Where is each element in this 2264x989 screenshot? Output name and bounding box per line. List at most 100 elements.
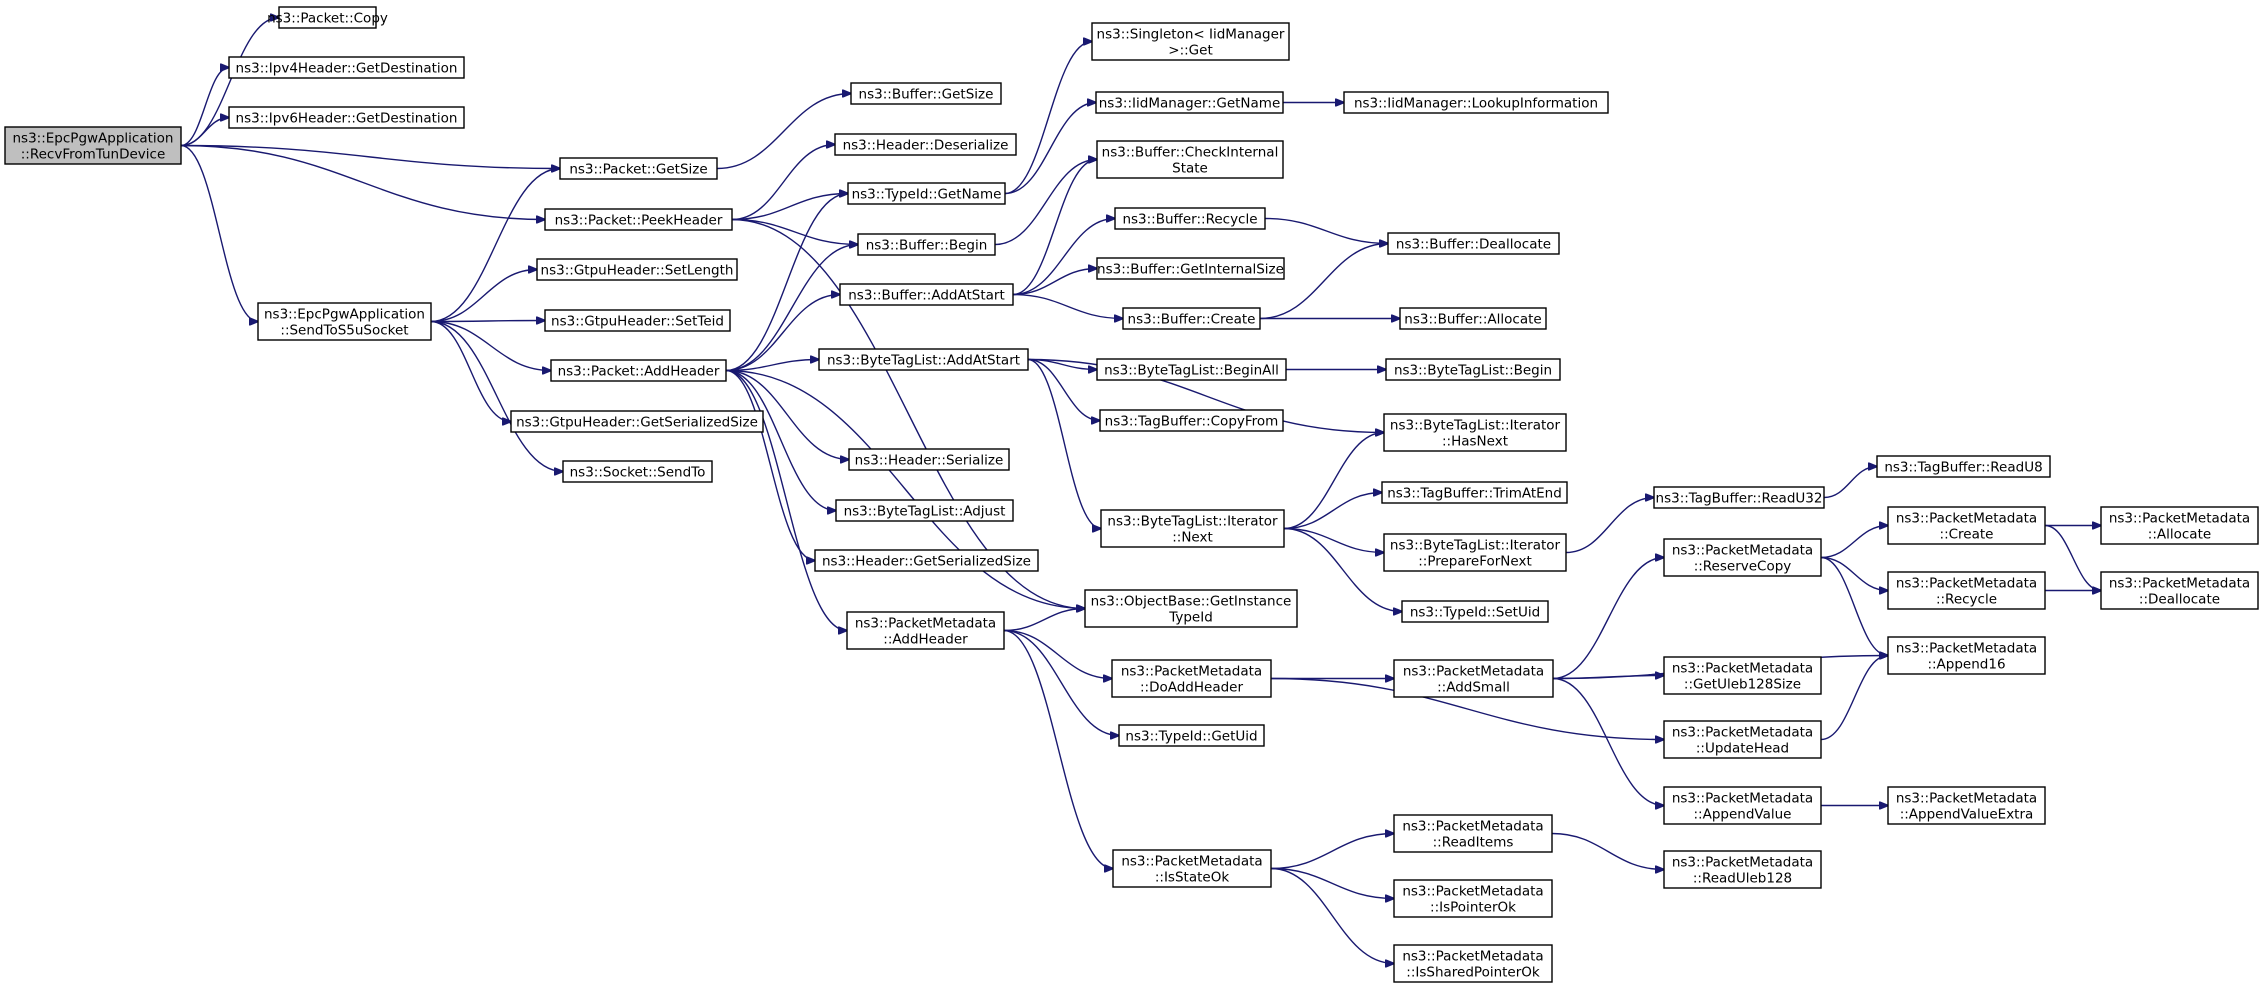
edge-paddh-hgetss xyxy=(725,369,815,561)
node-pmisshared[interactable]: ns3::PacketMetadata::IsSharedPointerOk xyxy=(1393,944,1553,983)
node-pmappvalextra[interactable]: ns3::PacketMetadata::AppendValueExtra xyxy=(1887,786,2046,825)
edge-brecycle-bdealloc xyxy=(1264,217,1388,244)
node-pmaddh[interactable]: ns3::PacketMetadata::AddHeader xyxy=(846,611,1005,650)
node-label: ns3::ByteTagList::AddAtStart xyxy=(827,353,1020,369)
node-ipv6dst[interactable]: ns3::Ipv6Header::GetDestination xyxy=(228,106,465,129)
node-btlbegin[interactable]: ns3::ByteTagList::Begin xyxy=(1385,358,1561,381)
node-ipv4dst[interactable]: ns3::Ipv4Header::GetDestination xyxy=(228,56,465,79)
node-label: ns3::PacketMetadata xyxy=(1402,819,1543,835)
node-label: ns3::PacketMetadata xyxy=(855,616,996,632)
node-label: ns3::EpcPgwApplication xyxy=(13,131,174,147)
node-ssendto[interactable]: ns3::Socket::SendTo xyxy=(562,460,713,483)
node-label: >::Get xyxy=(1168,43,1212,59)
edge-recv-ppeek xyxy=(180,144,545,220)
node-tgetuid[interactable]: ns3::TypeId::GetUid xyxy=(1118,724,1265,747)
node-pmdoadd[interactable]: ns3::PacketMetadata::DoAddHeader xyxy=(1111,659,1272,698)
node-label: ns3::TypeId::GetUid xyxy=(1125,729,1257,745)
node-pmappend16[interactable]: ns3::PacketMetadata::Append16 xyxy=(1887,636,2046,675)
node-pmrecycle[interactable]: ns3::PacketMetadata::Recycle xyxy=(1887,571,2046,610)
node-tbtrim[interactable]: ns3::TagBuffer::TrimAtEnd xyxy=(1381,481,1568,504)
node-label: ns3::Buffer::Deallocate xyxy=(1396,237,1551,253)
node-label: ns3::PacketMetadata xyxy=(1672,543,1813,559)
node-bcreate[interactable]: ns3::Buffer::Create xyxy=(1122,307,1261,330)
node-tbcopy[interactable]: ns3::TagBuffer::CopyFrom xyxy=(1099,409,1284,432)
node-label: ::AppendValue xyxy=(1694,807,1792,823)
edge-send-ssendto xyxy=(430,320,563,472)
node-tgetname[interactable]: ns3::TypeId::GetName xyxy=(847,182,1006,205)
edge-pmisok-pmreaditems xyxy=(1270,834,1394,870)
node-hgetss[interactable]: ns3::Header::GetSerializedSize xyxy=(814,549,1039,572)
edge-btlnext-btlhasnext xyxy=(1283,433,1384,530)
node-label: ns3::Header::GetSerializedSize xyxy=(822,554,1031,570)
node-box xyxy=(1663,720,1822,759)
node-ggetss[interactable]: ns3::GtpuHeader::GetSerializedSize xyxy=(510,410,764,433)
node-gsetteid[interactable]: ns3::GtpuHeader::SetTeid xyxy=(544,309,731,332)
edge-paddh-baddstart xyxy=(725,295,840,372)
node-pmaddsmall[interactable]: ns3::PacketMetadata::AddSmall xyxy=(1393,659,1554,698)
node-pmupdhead[interactable]: ns3::PacketMetadata::UpdateHead xyxy=(1663,720,1822,759)
node-send[interactable]: ns3::EpcPgwApplication::SendToS5uSocket xyxy=(257,302,432,341)
node-pcopy[interactable]: ns3::Packet::Copy xyxy=(267,6,388,29)
node-tsetuid[interactable]: ns3::TypeId::SetUid xyxy=(1401,600,1549,623)
node-label: ::GetUleb128Size xyxy=(1684,677,1801,693)
node-box xyxy=(544,208,733,231)
node-label: ::HasNext xyxy=(1442,434,1508,450)
node-pmappval[interactable]: ns3::PacketMetadata::AppendValue xyxy=(1663,786,1822,825)
node-pmallocate[interactable]: ns3::PacketMetadata::Allocate xyxy=(2100,506,2259,545)
node-box xyxy=(1393,814,1553,853)
edge-btlprep-tbreadu32 xyxy=(1565,498,1654,554)
node-btlprep[interactable]: ns3::ByteTagList::Iterator::PrepareForNe… xyxy=(1383,533,1567,572)
node-paddh[interactable]: ns3::Packet::AddHeader xyxy=(550,359,727,382)
node-label: ::AddHeader xyxy=(883,632,968,648)
node-label: ns3::PacketMetadata xyxy=(1672,791,1813,807)
node-btlbeginall[interactable]: ns3::ByteTagList::BeginAll xyxy=(1096,358,1287,381)
node-iidlookup[interactable]: ns3::IidManager::LookupInformation xyxy=(1343,91,1609,114)
edge-baddstart-brecycle xyxy=(1012,219,1115,296)
node-pmreaditems[interactable]: ns3::PacketMetadata::ReadItems xyxy=(1393,814,1553,853)
node-tbreadu8[interactable]: ns3::TagBuffer::ReadU8 xyxy=(1876,455,2051,478)
node-pmreserve[interactable]: ns3::PacketMetadata::ReserveCopy xyxy=(1663,538,1822,577)
node-box xyxy=(1096,358,1287,381)
edge-paddh-hser xyxy=(725,369,849,460)
node-label: ns3::GtpuHeader::GetSerializedSize xyxy=(516,415,758,431)
node-tbreadu32[interactable]: ns3::TagBuffer::ReadU32 xyxy=(1653,486,1825,509)
node-pmisptr[interactable]: ns3::PacketMetadata::IsPointerOk xyxy=(1393,879,1553,918)
node-btladdstart[interactable]: ns3::ByteTagList::AddAtStart xyxy=(818,348,1029,371)
edge-pmreaditems-pmreaduleb xyxy=(1551,832,1664,870)
node-brecycle[interactable]: ns3::Buffer::Recycle xyxy=(1114,207,1266,230)
node-box xyxy=(510,410,764,433)
node-btlhasnext[interactable]: ns3::ByteTagList::Iterator::HasNext xyxy=(1383,413,1567,452)
node-pmgetuleb[interactable]: ns3::PacketMetadata::GetUleb128Size xyxy=(1663,656,1822,695)
node-baddstart[interactable]: ns3::Buffer::AddAtStart xyxy=(839,283,1014,306)
node-hser[interactable]: ns3::Header::Serialize xyxy=(848,448,1010,471)
node-balloc[interactable]: ns3::Buffer::Allocate xyxy=(1399,307,1547,330)
node-label: ns3::Header::Deserialize xyxy=(843,138,1009,154)
node-box xyxy=(834,133,1017,156)
node-label: ::Append16 xyxy=(1927,657,2005,673)
node-recv[interactable]: ns3::EpcPgwApplication::RecvFromTunDevic… xyxy=(4,126,182,165)
node-bdealloc[interactable]: ns3::Buffer::Deallocate xyxy=(1387,232,1560,255)
node-label: ::Next xyxy=(1172,530,1213,546)
node-btladj[interactable]: ns3::ByteTagList::Adjust xyxy=(835,499,1014,522)
node-singleton[interactable]: ns3::Singleton< IidManager >::Get xyxy=(1091,22,1290,61)
node-bbegin[interactable]: ns3::Buffer::Begin xyxy=(857,233,996,256)
edge-pmaddh-pmdoadd xyxy=(1003,629,1112,679)
node-bgetint[interactable]: ns3::Buffer::GetInternalSize xyxy=(1096,257,1285,280)
node-btlnext[interactable]: ns3::ByteTagList::Iterator::Next xyxy=(1100,509,1285,548)
node-gsetlen[interactable]: ns3::GtpuHeader::SetLength xyxy=(536,258,738,281)
node-pmcreate[interactable]: ns3::PacketMetadata::Create xyxy=(1887,506,2046,545)
node-label: ns3::ByteTagList::BeginAll xyxy=(1104,363,1279,379)
node-pmisok[interactable]: ns3::PacketMetadata::IsStateOk xyxy=(1112,849,1272,888)
node-iidgetname[interactable]: ns3::IidManager::GetName xyxy=(1095,91,1284,114)
node-pmreaduleb[interactable]: ns3::PacketMetadata::ReadUleb128 xyxy=(1663,850,1822,889)
node-label: ns3::PacketMetadata xyxy=(1896,511,2037,527)
edge-paddh-tgetname xyxy=(725,194,848,372)
node-pgetsize[interactable]: ns3::Packet::GetSize xyxy=(559,157,718,180)
node-hdeser[interactable]: ns3::Header::Deserialize xyxy=(834,133,1017,156)
node-pmdealloc[interactable]: ns3::PacketMetadata::Deallocate xyxy=(2100,571,2259,610)
node-bgetsize[interactable]: ns3::Buffer::GetSize xyxy=(850,82,1002,105)
node-ppeek[interactable]: ns3::Packet::PeekHeader xyxy=(544,208,733,231)
node-label: ::AppendValueExtra xyxy=(1900,807,2034,823)
